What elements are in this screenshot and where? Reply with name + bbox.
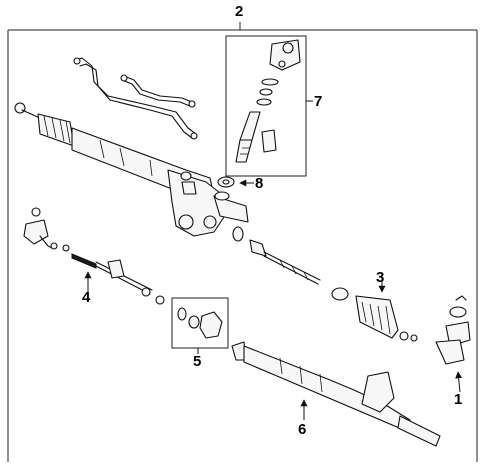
callout-1: 1: [454, 391, 463, 408]
seal-kit: [177, 307, 223, 339]
callout-3: 3: [376, 269, 385, 286]
left-tie-rod: [23, 207, 165, 305]
pressure-lines: [73, 57, 198, 140]
rack-housing-upper: [14, 102, 321, 285]
valve-kit-box: [225, 35, 313, 177]
callout-7: 7: [314, 93, 323, 110]
callout-leaders: [84, 179, 463, 420]
right-boot-assembly: [331, 287, 471, 365]
callout-2: 2: [235, 3, 244, 20]
callout-5: 5: [193, 353, 202, 370]
seal-kit-box: [171, 297, 229, 354]
rack-housing-lower: [231, 341, 441, 447]
control-valve: [235, 39, 301, 163]
assembly-frame: [7, 22, 478, 462]
callout-6: 6: [298, 421, 307, 438]
bushings: [180, 171, 235, 201]
callout-4: 4: [82, 289, 91, 306]
arrow-icon: [455, 371, 463, 393]
callout-8: 8: [255, 175, 264, 192]
